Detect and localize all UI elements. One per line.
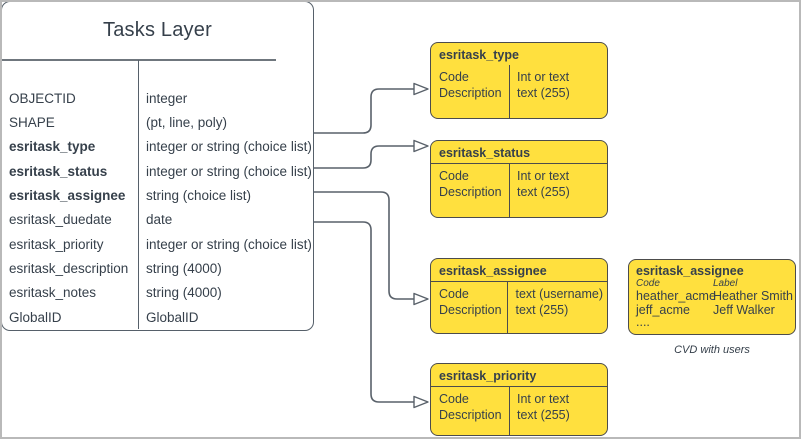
field-name: GlobalID <box>9 309 62 325</box>
field-row-esritask-duedate: esritask_duedate date <box>2 208 313 232</box>
domain-body: Code Description text (username) text (2… <box>431 281 607 333</box>
field-type: (pt, line, poly) <box>146 115 228 131</box>
field-row-esritask-notes: esritask_notes string (4000) <box>2 281 313 305</box>
domain-box-esritask-priority: esritask_priority Code Description Int o… <box>430 363 608 436</box>
cvd-label: Jeff Walker <box>713 302 775 317</box>
description-label: Description <box>439 302 502 317</box>
title-separator <box>2 59 276 61</box>
cvd-code: heather_acme <box>636 289 716 303</box>
field-name: esritask_status <box>9 163 108 179</box>
connector-esritask-assignee <box>313 191 415 300</box>
code-label: Code <box>439 70 469 84</box>
cvd-caption: CVD with users <box>674 344 750 356</box>
description-type: text (255) <box>517 407 570 422</box>
field-type: string (choice list) <box>146 188 252 204</box>
code-label: Code <box>439 392 469 406</box>
domain-box-esritask-status: esritask_status Code Description Int or … <box>430 140 608 218</box>
field-name: SHAPE <box>9 115 55 131</box>
cvd-table: Code Label heather_acme Heather Smith je… <box>636 278 793 317</box>
arrowhead-esritask-priority <box>413 395 429 409</box>
field-type: integer or string (choice list) <box>146 139 312 155</box>
domain-type-column: text (username) text (255) <box>507 282 607 333</box>
field-type: GlobalID <box>146 309 199 325</box>
domain-box-esritask-type: esritask_type Code Description Int or te… <box>430 42 608 119</box>
field-list: OBJECTID integer SHAPE (pt, line, poly) … <box>2 61 313 329</box>
description-type: text (255) <box>517 85 570 100</box>
field-name: esritask_description <box>9 261 129 277</box>
field-name: esritask_notes <box>9 285 97 301</box>
arrowhead-esritask-type <box>413 82 429 96</box>
field-row-objectid: OBJECTID integer <box>2 86 313 110</box>
field-row-esritask-type: esritask_type integer or string (choice … <box>2 135 313 159</box>
description-type: text (255) <box>515 302 569 317</box>
cvd-label: Heather Smith <box>713 289 793 303</box>
domain-body: Code Description Int or text text (255) <box>431 65 607 118</box>
field-name: esritask_duedate <box>9 212 112 228</box>
description-label: Description <box>439 407 502 422</box>
domain-title: esritask_type <box>439 48 519 62</box>
code-type: Int or text <box>517 70 570 84</box>
field-type: integer or string (choice list) <box>146 163 312 179</box>
connector-esritask-priority <box>313 221 415 403</box>
field-type: integer or string (choice list) <box>146 236 312 252</box>
domain-type-column: Int or text text (255) <box>509 164 607 217</box>
arrowhead-esritask-assignee <box>413 292 429 306</box>
field-name: OBJECTID <box>9 90 76 106</box>
domain-title: esritask_assignee <box>439 264 547 278</box>
cvd-example-box-esritask-assignee: esritask_assignee Code Label heather_acm… <box>628 259 796 335</box>
description-type: text (255) <box>517 184 570 199</box>
cvd-ellipsis: .... <box>636 315 650 329</box>
field-row-esritask-priority: esritask_priority integer or string (cho… <box>2 232 313 256</box>
description-label: Description <box>439 85 502 100</box>
field-row-globalid: GlobalID GlobalID <box>2 305 313 329</box>
domain-type-column: Int or text text (255) <box>509 387 607 435</box>
field-name: esritask_assignee <box>9 188 126 204</box>
description-label: Description <box>439 184 502 199</box>
field-name: esritask_priority <box>9 236 104 252</box>
domain-title: esritask_priority <box>439 369 537 383</box>
domain-code-column: Code Description <box>431 387 509 435</box>
field-row-esritask-status: esritask_status integer or string (choic… <box>2 159 313 183</box>
code-type: Int or text <box>517 169 570 183</box>
field-type: integer <box>146 90 188 106</box>
field-row-shape: SHAPE (pt, line, poly) <box>2 110 313 134</box>
arrowhead-esritask-status <box>413 139 429 153</box>
domain-code-column: Code Description <box>431 65 509 118</box>
domain-type-column: Int or text text (255) <box>509 65 607 118</box>
cvd-col-header-label: Label <box>713 278 738 289</box>
field-row-esritask-description: esritask_description string (4000) <box>2 256 313 280</box>
domain-code-column: Code Description <box>431 282 507 333</box>
tasks-layer-title: Tasks Layer <box>103 18 212 41</box>
field-name: esritask_type <box>9 139 96 155</box>
domain-body: Code Description Int or text text (255) <box>431 163 607 217</box>
column-divider <box>138 60 139 329</box>
code-label: Code <box>439 287 469 301</box>
domain-code-column: Code Description <box>431 164 509 217</box>
connector-esritask-type <box>313 88 415 134</box>
code-label: Code <box>439 169 469 183</box>
domain-box-esritask-assignee: esritask_assignee Code Description text … <box>430 258 608 334</box>
field-type: string (4000) <box>146 261 222 277</box>
connector-esritask-status <box>313 145 415 169</box>
code-type: Int or text <box>517 392 570 406</box>
code-type: text (username) <box>515 287 603 301</box>
domain-body: Code Description Int or text text (255) <box>431 386 607 435</box>
domain-title: esritask_status <box>439 146 531 160</box>
field-type: date <box>146 212 173 228</box>
cvd-col-header-code: Code <box>636 278 660 289</box>
field-row-esritask-assignee: esritask_assignee string (choice list) <box>2 183 313 207</box>
field-type: string (4000) <box>146 285 222 301</box>
cvd-title: esritask_assignee <box>636 264 744 278</box>
cvd-code: jeff_acme <box>636 302 690 317</box>
tasks-layer-entity: Tasks Layer OBJECTID integer SHAPE (pt, … <box>1 1 314 331</box>
